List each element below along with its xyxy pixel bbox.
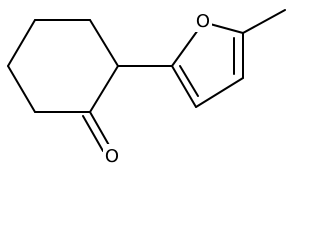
bond-c2f-o bbox=[171, 29, 199, 67]
bond-c4-c5 bbox=[7, 19, 36, 67]
ketone-oxygen-label: O bbox=[105, 146, 119, 167]
bond-c3-c4 bbox=[7, 65, 36, 113]
carbonyl-double-bond bbox=[82, 111, 111, 152]
atom-label-furan-oxygen: O bbox=[194, 8, 212, 32]
bond-co-outer bbox=[89, 111, 111, 148]
bond-co-inner bbox=[82, 115, 104, 152]
bond-o-c5f bbox=[209, 23, 244, 34]
atom-label-ketone-oxygen: O bbox=[103, 144, 121, 167]
furan-ring bbox=[171, 23, 244, 108]
bond-c3f-c2f-inner bbox=[179, 65, 199, 97]
bond-c4f-c3f bbox=[195, 77, 244, 108]
bond-methyl bbox=[242, 9, 286, 34]
structure-canvas: O O bbox=[7, 8, 286, 167]
cyclohexanone-ring bbox=[7, 19, 119, 113]
bond-c3f-c2f bbox=[171, 65, 197, 108]
molecule-diagram: O O bbox=[7, 8, 286, 167]
bond-c1-c2 bbox=[89, 65, 119, 113]
bond-c6-c1 bbox=[89, 19, 119, 67]
furan-oxygen-label: O bbox=[196, 11, 210, 32]
